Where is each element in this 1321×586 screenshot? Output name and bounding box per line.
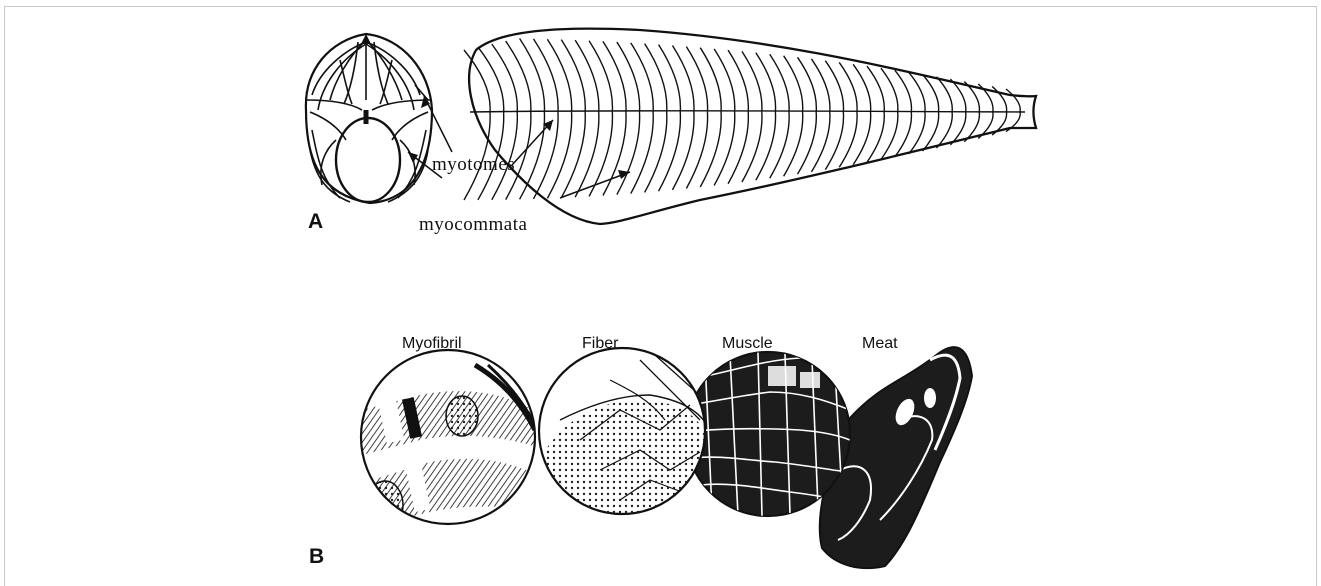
myotome-line bbox=[784, 56, 803, 176]
myotome-line bbox=[575, 40, 599, 197]
myotome-line bbox=[478, 47, 504, 200]
myofibril-circle bbox=[361, 350, 545, 529]
myotome-line bbox=[867, 66, 884, 162]
muscle-circle bbox=[686, 352, 850, 516]
label-fiber: Fiber bbox=[582, 335, 618, 353]
myotome-line bbox=[520, 39, 545, 200]
myotome-line bbox=[770, 54, 789, 178]
panel-a-letter: A bbox=[308, 210, 323, 234]
myotome-line bbox=[659, 45, 681, 192]
myotome-line bbox=[492, 44, 518, 200]
label-myotomes: myotomes bbox=[432, 154, 515, 176]
panel-b-letter: B bbox=[309, 545, 324, 569]
myotome-line bbox=[825, 61, 843, 170]
label-myofibril: Myofibril bbox=[402, 335, 462, 353]
myotome-line bbox=[533, 39, 558, 199]
myotome-line bbox=[839, 62, 857, 167]
myotome-line bbox=[547, 39, 571, 198]
myotome-line bbox=[672, 46, 694, 190]
fiber-circle bbox=[539, 348, 710, 520]
myotome-line bbox=[645, 44, 667, 193]
myotome-line bbox=[700, 48, 721, 187]
label-meat: Meat bbox=[862, 335, 898, 353]
myotome-line bbox=[798, 57, 817, 174]
myotome-line bbox=[728, 50, 748, 184]
myotome-line bbox=[714, 49, 735, 186]
myotome-line bbox=[464, 50, 490, 200]
label-muscle: Muscle bbox=[722, 335, 773, 353]
label-myocommata: myocommata bbox=[419, 214, 527, 236]
myotome-line bbox=[853, 64, 871, 164]
fish-cross-section bbox=[306, 34, 432, 203]
myotome-line bbox=[589, 41, 612, 197]
myotome-line bbox=[756, 53, 776, 180]
myotome-line bbox=[631, 43, 653, 194]
myotome-line bbox=[742, 51, 762, 182]
myotome-line bbox=[561, 40, 585, 198]
myotome-line bbox=[686, 47, 707, 189]
myotome-line bbox=[811, 59, 829, 172]
fish-myotome-lines bbox=[464, 39, 1020, 200]
myotome-line bbox=[881, 68, 898, 159]
